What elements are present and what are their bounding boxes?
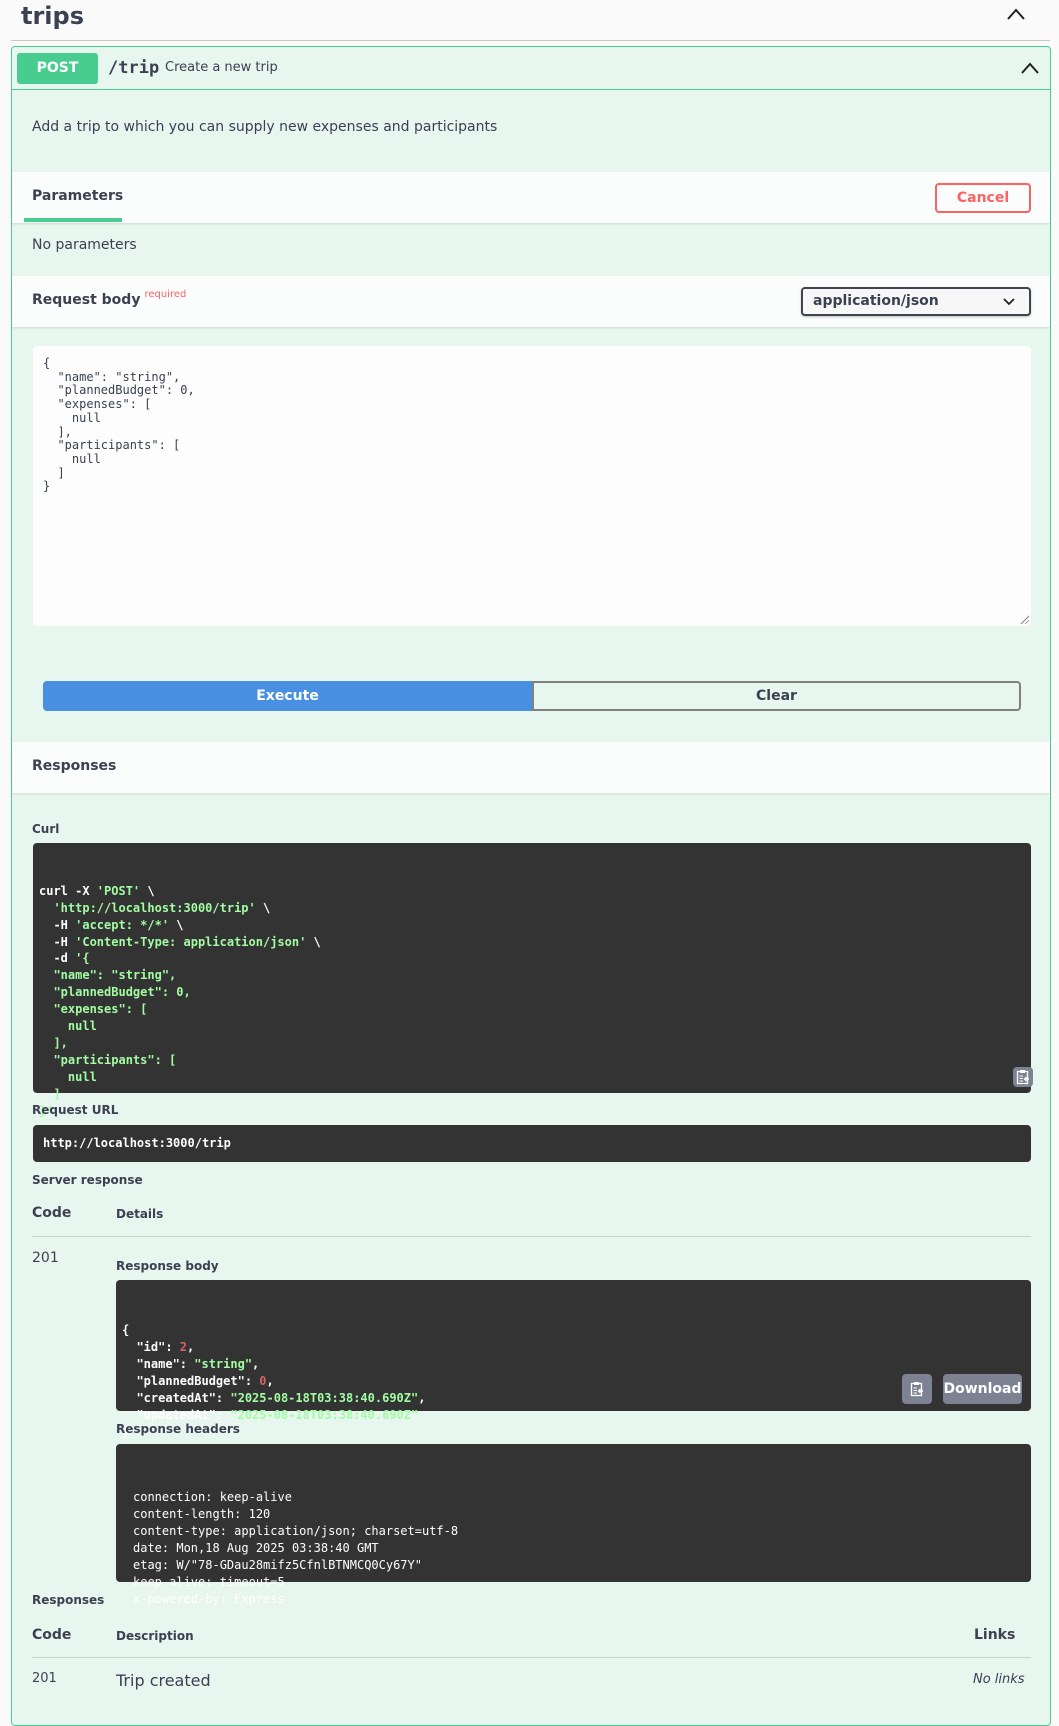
code-column-header: Code xyxy=(32,1205,72,1221)
response-headers-label: Response headers xyxy=(116,1422,240,1436)
parameters-header: Parameters Cancel xyxy=(12,172,1050,223)
response-header-line: keep-alive: timeout=5 xyxy=(133,1575,285,1589)
method-badge: POST xyxy=(17,53,98,84)
tab-active-indicator xyxy=(24,218,122,222)
execute-wrapper: Execute Clear xyxy=(43,681,1021,711)
execute-button[interactable]: Execute xyxy=(43,681,532,711)
curl-line: 'http://localhost:3000/trip' \ xyxy=(53,900,271,915)
tag-title[interactable]: trips xyxy=(21,2,84,30)
curl-line: -H 'accept: */*' \ xyxy=(39,917,184,932)
documented-responses-title: Responses xyxy=(32,1593,105,1607)
curl-block: curl -X 'POST' \ 'http://localhost:3000/… xyxy=(33,843,1033,1118)
curl-line: -d '{ xyxy=(39,951,90,966)
chevron-down-icon xyxy=(1003,298,1015,306)
curl-line: curl -X 'POST' \ xyxy=(39,883,155,898)
response-body-line: "createdAt": "2025-08-18T03:38:40.690Z", xyxy=(122,1391,426,1405)
content-type-value: application/json xyxy=(813,293,939,309)
curl-line: }' xyxy=(39,1103,54,1118)
curl-line: null xyxy=(39,1069,97,1084)
no-parameters-text: No parameters xyxy=(32,237,137,253)
response-headers-block: connection: keep-alive content-length: 12… xyxy=(116,1444,1031,1606)
curl-line: "plannedBudget": 0, xyxy=(39,985,191,1000)
response-header-line: content-length: 120 xyxy=(133,1507,271,1521)
clipboard-icon xyxy=(910,1382,923,1397)
curl-line: -H 'Content-Type: application/json' \ xyxy=(39,934,321,949)
links-column-header: Links xyxy=(974,1627,1016,1643)
response-body-label: Response body xyxy=(116,1259,219,1273)
response-description: Trip created xyxy=(116,1671,211,1690)
description-column-header: Description xyxy=(116,1629,194,1643)
curl-line: ] xyxy=(39,1086,61,1101)
operation-description: Add a trip to which you can supply new e… xyxy=(32,119,498,135)
response-header-line: content-type: application/json; charset=… xyxy=(133,1524,459,1538)
response-code: 201 xyxy=(32,1250,59,1266)
responses-header: Responses xyxy=(12,742,1050,793)
operation-summary[interactable]: POST /trip Create a new trip xyxy=(12,47,1050,90)
operation-summary-text: Create a new trip xyxy=(165,60,278,75)
operation-block: POST /trip Create a new trip Add a trip … xyxy=(11,46,1051,1726)
curl-label: Curl xyxy=(32,822,60,836)
request-url-block: http://localhost:3000/trip xyxy=(33,1125,1031,1162)
request-body-text: { "name": "string", "plannedBudget": 0, … xyxy=(43,356,195,494)
request-url-label: Request URL xyxy=(32,1103,119,1117)
download-button[interactable]: Download xyxy=(943,1374,1022,1404)
code-column-header: Code xyxy=(32,1627,72,1643)
curl-line: "participants": [ xyxy=(39,1052,177,1067)
content-type-select[interactable]: application/json xyxy=(801,287,1031,316)
response-links: No links xyxy=(973,1672,1025,1687)
tab-parameters[interactable]: Parameters xyxy=(32,188,124,204)
copy-curl-button[interactable] xyxy=(1013,1067,1033,1087)
response-headers: connection: keep-alive content-length: 12… xyxy=(133,1489,1014,1608)
clipboard-icon xyxy=(1016,1070,1029,1085)
curl-command: curl -X 'POST' \ 'http://localhost:3000/… xyxy=(39,883,1025,1120)
response-body-block: { "id": 2, "name": "string", "plannedBud… xyxy=(116,1280,1031,1439)
table-divider xyxy=(32,1657,1031,1658)
tag-divider xyxy=(11,40,1050,41)
request-url: http://localhost:3000/trip xyxy=(43,1136,231,1150)
copy-response-button[interactable] xyxy=(902,1374,932,1404)
responses-title: Responses xyxy=(32,758,117,774)
clear-button[interactable]: Clear xyxy=(532,681,1021,711)
cancel-button[interactable]: Cancel xyxy=(935,183,1031,213)
curl-line: ], xyxy=(39,1035,68,1050)
response-body: { "id": 2, "name": "string", "plannedBud… xyxy=(122,1322,1025,1441)
curl-line: null xyxy=(39,1019,97,1034)
details-column-header: Details xyxy=(116,1207,164,1221)
response-code: 201 xyxy=(32,1671,57,1686)
response-body-line: "updatedAt": "2025-08-18T03:38:40.690Z" xyxy=(122,1408,419,1422)
curl-line: "name": "string", xyxy=(39,968,177,983)
request-body-label: Request body xyxy=(32,292,141,308)
response-header-line: x-powered-by: Express xyxy=(133,1592,285,1606)
resize-handle[interactable] xyxy=(1019,614,1029,624)
table-divider xyxy=(32,1236,1031,1237)
response-body-line: "plannedBudget": 0, xyxy=(122,1374,274,1388)
response-body-line: "id": 2, xyxy=(122,1340,195,1354)
chevron-up-icon[interactable] xyxy=(1006,6,1026,22)
operation-path: /trip xyxy=(108,58,160,78)
required-badge: required xyxy=(144,289,187,300)
response-body-line: "name": "string", xyxy=(122,1357,260,1371)
request-body-editor[interactable]: { "name": "string", "plannedBudget": 0, … xyxy=(33,346,1031,626)
curl-line: "expenses": [ xyxy=(39,1002,148,1017)
response-header-line: connection: keep-alive xyxy=(133,1490,292,1504)
response-header-line: etag: W/"78-GDau28mifz5CfnlBTNMCQ0Cy67Y" xyxy=(133,1558,422,1572)
response-header-line: date: Mon,18 Aug 2025 03:38:40 GMT xyxy=(133,1541,379,1555)
chevron-up-icon[interactable] xyxy=(1020,60,1040,76)
server-response-label: Server response xyxy=(32,1173,143,1187)
